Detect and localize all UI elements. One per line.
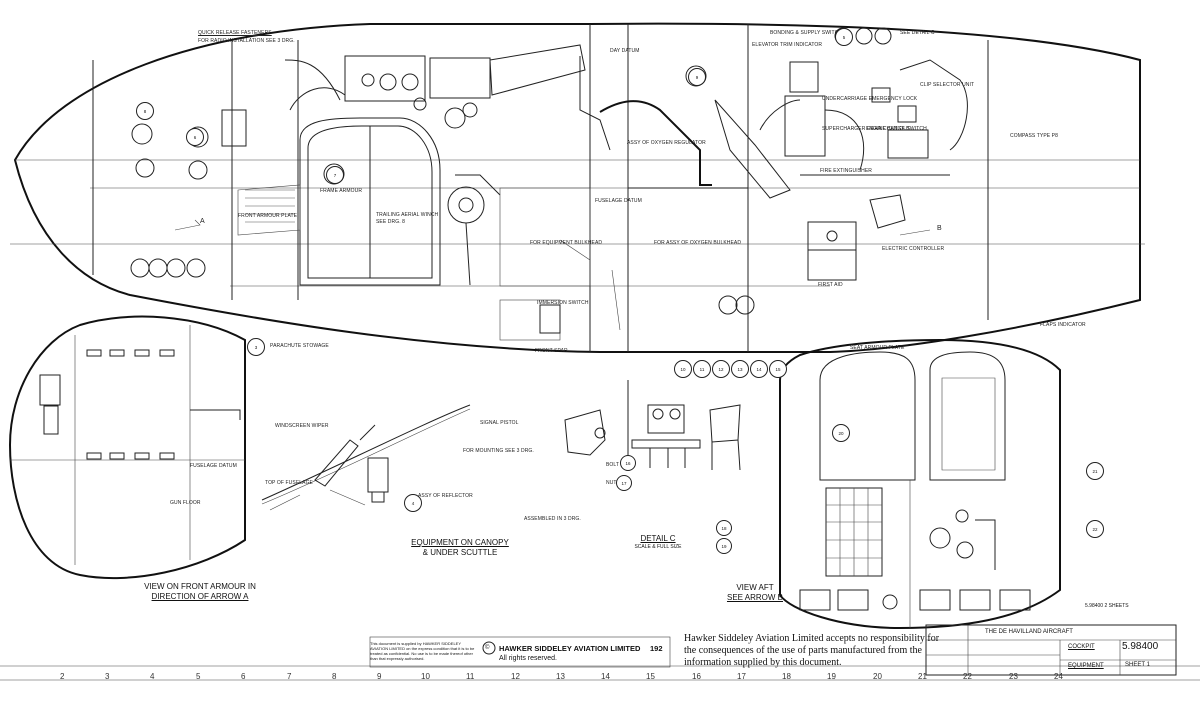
item-bubble: 9: [688, 68, 706, 86]
item-bubble: 21: [1086, 462, 1104, 480]
item-bubble: 17: [616, 475, 632, 491]
drawing-number: 5.98400: [1122, 641, 1159, 652]
item-bubble: 11: [693, 360, 711, 378]
callout-front-armour-plate: FRONT ARMOUR PLATE: [238, 213, 298, 219]
callout-undercarriage-emergency: UNDERCARRIAGE EMERGENCY LOCK: [822, 96, 918, 102]
firm-name: THE DE HAVILLAND AIRCRAFT: [985, 629, 1073, 635]
callout-electric-controller: ELECTRIC CONTROLLER: [882, 246, 945, 252]
callout-fuselage-datum: FUSELAGE DATUM: [595, 198, 642, 204]
reference-note: 5.98400 2 SHEETS: [1085, 603, 1129, 609]
callout-day-datum: DAY DATUM: [610, 48, 640, 54]
item-bubble: 13: [731, 360, 749, 378]
canopy-scuttle-view: [261, 404, 471, 511]
callout-flaps-indicator: FLAPS INDICATOR: [1040, 322, 1086, 328]
callout-signal-pistol: SIGNAL PISTOL: [480, 420, 519, 426]
item-bubble: 5: [835, 28, 853, 46]
item-bubble: 15: [769, 360, 787, 378]
item-bubble: 10: [674, 360, 692, 378]
item-bubble: 8: [136, 102, 154, 120]
title-front-armour: VIEW ON FRONT ARMOUR IN DIRECTION OF ARR…: [144, 582, 256, 601]
callout-quick-fasteners: QUICK RELEASE FASTENERS: [198, 30, 272, 36]
title-detail-c: DETAIL C SCALE & FULL SIZE: [634, 534, 682, 550]
item-bubble: 18: [716, 520, 732, 536]
disclaimer: Hawker Siddeley Aviation Limited accepts…: [684, 633, 940, 668]
marker-a: A: [200, 218, 205, 225]
callout-equipment-bulkhead: FOR EQUIPMENT BULKHEAD: [530, 240, 603, 246]
item-bubble: 16: [620, 455, 636, 471]
front-armour-view: [8, 315, 246, 580]
item-bubble: 6: [186, 128, 204, 146]
title-canopy: EQUIPMENT ON CANOPY & UNDER SCUTTLE: [411, 538, 509, 557]
company-name: HAWKER SIDDELEY AVIATION LIMITED: [499, 644, 641, 653]
title-block-frame: [0, 624, 1200, 681]
item-bubble: 20: [832, 424, 850, 442]
item-bubble: 22: [1086, 520, 1104, 538]
item-bubble: 4: [404, 494, 422, 512]
drawing-title-cockpit: COCKPIT: [1068, 644, 1095, 650]
callout-first-aid: FIRST AID: [818, 282, 843, 288]
callout-elevator-trim: ELEVATOR TRIM INDICATOR: [752, 42, 823, 48]
callout-supercharger-switch: SUPERCHARGER GEAR CHANGE SWITCH: [822, 126, 927, 132]
callout-bonding-switches: BONDING & SUPPLY SWITCHES: [770, 30, 849, 36]
item-bubble: 3: [247, 338, 265, 356]
callout-fire-extinguisher: FIRE EXTINGUISHER: [820, 168, 872, 174]
copyright-notice: This document is supplied by HAWKER SIDD…: [370, 641, 475, 661]
item-bubble: 19: [716, 538, 732, 554]
fuselage-side-view: [10, 22, 1145, 353]
callout-parachute-stowage: PARACHUTE STOWAGE: [270, 343, 329, 349]
callout-fuselage-datum-2: FUSELAGE DATUM: [190, 463, 237, 469]
callout-windscreen-wiper: WINDSCREEN WIPER: [275, 423, 329, 429]
item-bubble: 7: [326, 166, 344, 184]
callout-radio-installation: FOR RADIO INSTALLATION SEE 3 DRG.: [198, 38, 295, 44]
callout-top-of-fuselage: TOP OF FUSELAGE: [265, 480, 313, 486]
callout-compass: COMPASS TYPE P8: [1010, 133, 1058, 139]
callout-detail-assembly: ASSEMBLED IN 3 DRG.: [524, 516, 581, 522]
callout-seat-armour: SEAT ARMOUR PLATE: [850, 345, 905, 351]
callout-see-drg-8: SEE DRG. 8: [376, 219, 406, 225]
sheet-number: SHEET 1: [1125, 662, 1150, 668]
callout-bolt: BOLT: [606, 462, 620, 468]
callout-assy-oxygen-regulator: ASSY OF OXYGEN REGULATOR: [627, 140, 706, 146]
item-bubble: 12: [712, 360, 730, 378]
callout-trailing-aerial: TRAILING AERIAL WINCH: [376, 212, 439, 218]
callout-nut: NUT: [606, 480, 617, 486]
callout-clip-selector: CLIP SELECTOR UNIT: [920, 82, 975, 88]
callout-immersion-switch: IMMERSION SWITCH: [537, 300, 589, 306]
detail-c: [564, 380, 741, 471]
callout-frame-armour: FRAME ARMOUR: [320, 188, 363, 194]
callout-gun-floor: GUN FLOOR: [170, 500, 201, 506]
callout-oxygen-bulkhead: FOR ASSY OF OXYGEN BULKHEAD: [654, 240, 742, 246]
callout-engine-cut-out: ENGINE CUT OUT: [866, 126, 911, 132]
callout-fire-mounting: FOR MOUNTING SEE 3 DRG.: [463, 448, 534, 454]
item-bubble: 14: [750, 360, 768, 378]
callout-front-spar: FRONT SPAR: [535, 348, 568, 354]
title-view-aft: VIEW AFT SEE ARROW B: [726, 583, 783, 602]
callout-assy-reflector: ASSY OF REFLECTOR: [418, 493, 473, 499]
rights-reserved: All rights reserved.: [499, 655, 557, 662]
callout-see-detail-c: SEE DETAIL C: [900, 30, 935, 36]
drawing-title-equipment: EQUIPMENT: [1068, 663, 1104, 669]
copyright-symbol: ©: [485, 645, 490, 651]
copyright-year: 192: [650, 644, 663, 653]
marker-b: B: [937, 225, 942, 232]
view-aft: [779, 338, 1061, 630]
